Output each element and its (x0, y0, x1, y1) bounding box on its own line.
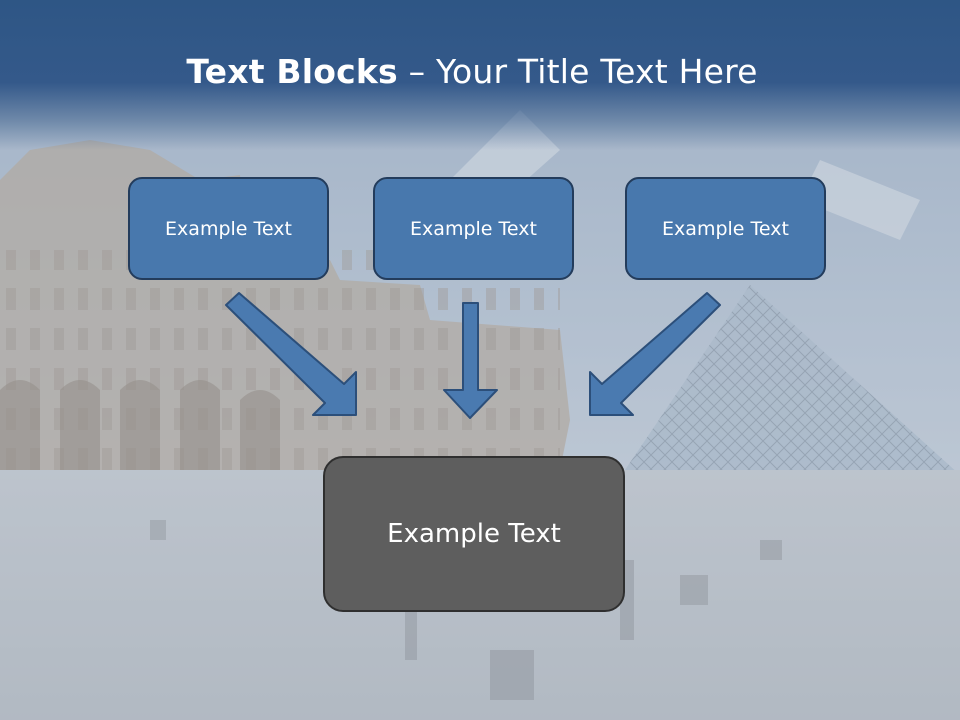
slide-title: Text Blocks – Your Title Text Here (0, 52, 944, 91)
text-block-1-label: Example Text (165, 217, 292, 240)
text-block-2-label: Example Text (410, 217, 537, 240)
main-text-block[interactable]: Example Text (323, 456, 625, 612)
text-block-2[interactable]: Example Text (373, 177, 574, 280)
header-band (0, 0, 960, 150)
text-block-3[interactable]: Example Text (625, 177, 826, 280)
arrow-center-icon (443, 302, 498, 419)
arrow-right-icon (589, 292, 721, 416)
text-block-1[interactable]: Example Text (128, 177, 329, 280)
title-bold-text: Text Blocks (186, 52, 398, 91)
main-text-block-label: Example Text (387, 519, 561, 549)
text-block-3-label: Example Text (662, 217, 789, 240)
arrow-left-icon (225, 292, 357, 416)
title-rest-text: – Your Title Text Here (397, 52, 758, 91)
